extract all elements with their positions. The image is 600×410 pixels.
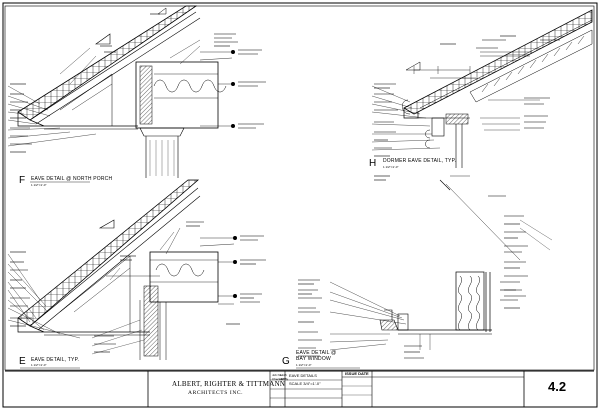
detail-g-title: EAVE DETAIL @ [296,350,337,356]
detail-e-drawing [7,179,266,369]
firm-name: ALBERT, RIGHTER & TITTMANN [172,380,286,388]
detail-h-letter: H [369,158,377,169]
detail-f-scale: 1 1/2"=1'-0" [31,183,47,187]
job-number-label: Job No. [272,373,283,377]
drawing-border [4,5,595,371]
detail-g-title-line2: BAY WINDOW [296,356,331,362]
firm-subtitle: ARCHITECTS INC. [188,390,244,396]
detail-g-scale: 1 1/2"=1'-0" [296,363,312,367]
detail-h-drawing [371,9,593,309]
title-block-lines [147,371,525,407]
sheet-number: 4.2 [548,379,567,394]
detail-g-letter: G [282,356,290,367]
detail-f-letter: F [19,175,26,186]
detail-f-title: EAVE DETAIL @ NORTH PORCH [31,176,113,182]
detail-h-title: DORMER EAVE DETAIL, TYP. [383,158,457,164]
drawing-title: EAVE DETAILS [289,373,317,378]
detail-e-letter: E [19,356,26,367]
detail-g-drawing [296,271,520,369]
job-number-value: 1226 [280,373,287,377]
detail-e-title: EAVE DETAIL, TYP. [31,357,80,363]
issue-date-label: ISSUE DATE [345,371,369,376]
detail-f-drawing [7,5,266,183]
checked-by-value: JRT [280,377,286,381]
checked-by-label: Checked By [272,377,289,381]
drawing-scale: SCALE 3/4"=1'-0" [289,381,321,386]
detail-e-scale: 1 1/2"=1'-0" [31,363,47,367]
detail-h-scale: 1 1/2"=1'-0" [383,165,399,169]
